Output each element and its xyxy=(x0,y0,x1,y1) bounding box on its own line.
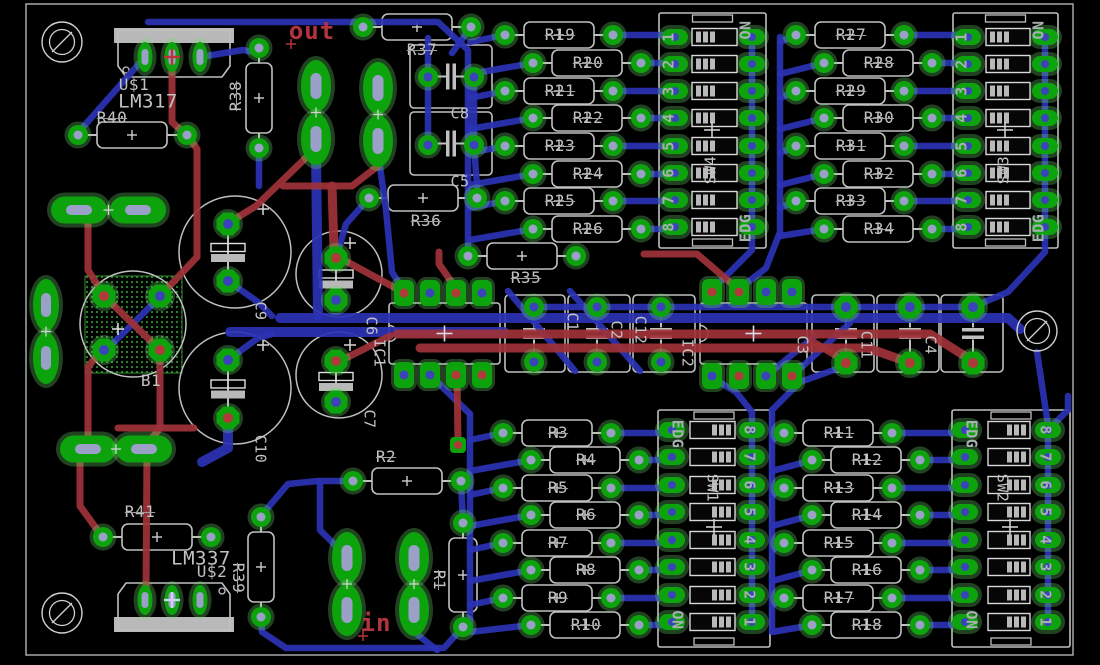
copper-trace[interactable] xyxy=(316,477,357,559)
copper-trace[interactable] xyxy=(100,292,162,352)
copper-trace[interactable] xyxy=(470,73,481,190)
mount-hole[interactable] xyxy=(41,21,83,63)
copper-trace[interactable] xyxy=(1033,348,1052,429)
silk-outline[interactable] xyxy=(951,409,1071,648)
copper-trace[interactable] xyxy=(279,162,382,190)
to220-tab[interactable] xyxy=(114,617,234,632)
copper-trace[interactable] xyxy=(466,170,537,189)
copper-trace[interactable] xyxy=(466,114,537,133)
silk-outline[interactable] xyxy=(952,12,1059,249)
copper-trace[interactable] xyxy=(257,614,467,652)
copper-trace[interactable] xyxy=(142,448,151,598)
board-outline xyxy=(25,3,1074,656)
top-mark-layer xyxy=(41,21,1058,641)
copper-trace[interactable] xyxy=(466,511,535,530)
copper-trace[interactable] xyxy=(415,343,910,366)
copper-trace[interactable] xyxy=(336,332,394,365)
copper-trace[interactable] xyxy=(466,621,535,636)
to220-body[interactable] xyxy=(117,29,231,78)
copper-trace[interactable] xyxy=(768,362,849,434)
silk-outline[interactable] xyxy=(658,12,767,249)
copper-trace[interactable] xyxy=(311,145,323,321)
pad-layer xyxy=(29,13,1065,641)
copper-trace[interactable] xyxy=(392,329,973,363)
copper-trace[interactable] xyxy=(466,225,537,244)
copper-trace[interactable] xyxy=(466,456,535,475)
mount-hole[interactable] xyxy=(41,592,83,634)
silk-outline[interactable] xyxy=(409,44,493,109)
mount-hole[interactable] xyxy=(1016,310,1058,352)
copper-trace[interactable] xyxy=(708,374,756,434)
copper-trace[interactable] xyxy=(374,148,406,292)
to220-body[interactable] xyxy=(117,582,231,631)
copper-trace[interactable] xyxy=(735,33,784,293)
silk-outline[interactable] xyxy=(409,111,493,176)
copper-trace[interactable] xyxy=(224,277,276,320)
copper-trace[interactable] xyxy=(226,144,320,226)
to220-tab[interactable] xyxy=(114,28,234,43)
copper-trace[interactable] xyxy=(640,250,743,294)
copper-trace[interactable] xyxy=(466,566,535,585)
copper-trace[interactable] xyxy=(335,194,373,252)
copper-trace[interactable] xyxy=(275,313,1025,334)
cap-outline[interactable] xyxy=(178,195,292,309)
copper-trace[interactable] xyxy=(256,477,322,521)
copper-trace[interactable] xyxy=(336,254,405,295)
